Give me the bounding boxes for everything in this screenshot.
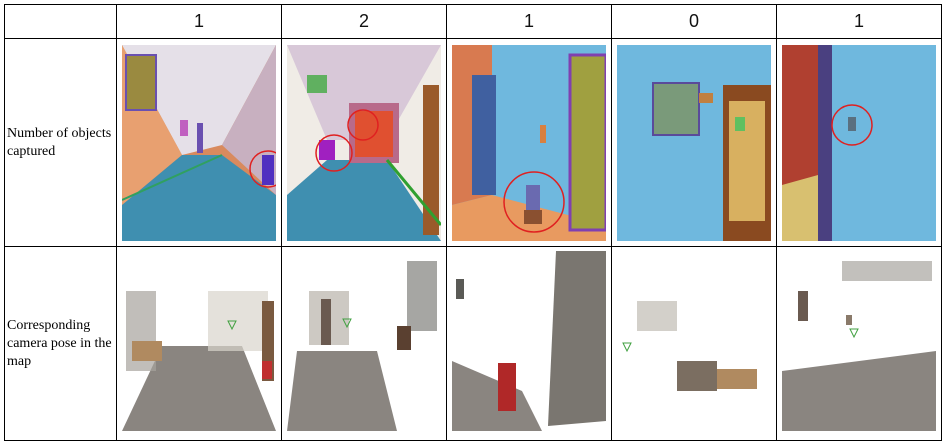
pointcloud-view-1 xyxy=(122,251,276,431)
count-header-5: 1 xyxy=(776,4,942,39)
map-cell-1 xyxy=(116,246,282,441)
segmented-view-1 xyxy=(122,45,276,241)
segmented-view-2 xyxy=(287,45,441,241)
segmentation-cell-3 xyxy=(446,38,612,247)
highlight-circle xyxy=(347,109,379,141)
pointcloud-view-5 xyxy=(782,251,936,431)
segmented-view-4 xyxy=(617,45,771,241)
segmentation-cell-1 xyxy=(116,38,282,247)
count-header-2: 2 xyxy=(281,4,447,39)
pointcloud-view-2 xyxy=(287,251,441,431)
map-cell-5 xyxy=(776,246,942,441)
row-label-objects: Number of objects captured xyxy=(4,38,117,247)
segmented-view-5 xyxy=(782,45,936,241)
segmentation-cell-5 xyxy=(776,38,942,247)
highlight-circle xyxy=(503,171,565,233)
segmentation-cell-2 xyxy=(281,38,447,247)
highlight-circle xyxy=(831,104,873,146)
map-cell-2 xyxy=(281,246,447,441)
highlight-circle xyxy=(249,150,276,188)
count-header-3: 1 xyxy=(446,4,612,39)
map-cell-3 xyxy=(446,246,612,441)
segmentation-cell-4 xyxy=(611,38,777,247)
pointcloud-view-3 xyxy=(452,251,606,431)
count-header-1: 1 xyxy=(116,4,282,39)
results-table: 1 2 1 0 1 Number of objects captured xyxy=(4,4,942,441)
count-header-4: 0 xyxy=(611,4,777,39)
highlight-circle xyxy=(315,134,353,172)
pointcloud-view-4 xyxy=(617,251,771,431)
segmented-view-3 xyxy=(452,45,606,241)
row-label-camera-pose: Corresponding camera pose in the map xyxy=(4,246,117,441)
corner-cell xyxy=(4,4,117,39)
map-cell-4 xyxy=(611,246,777,441)
